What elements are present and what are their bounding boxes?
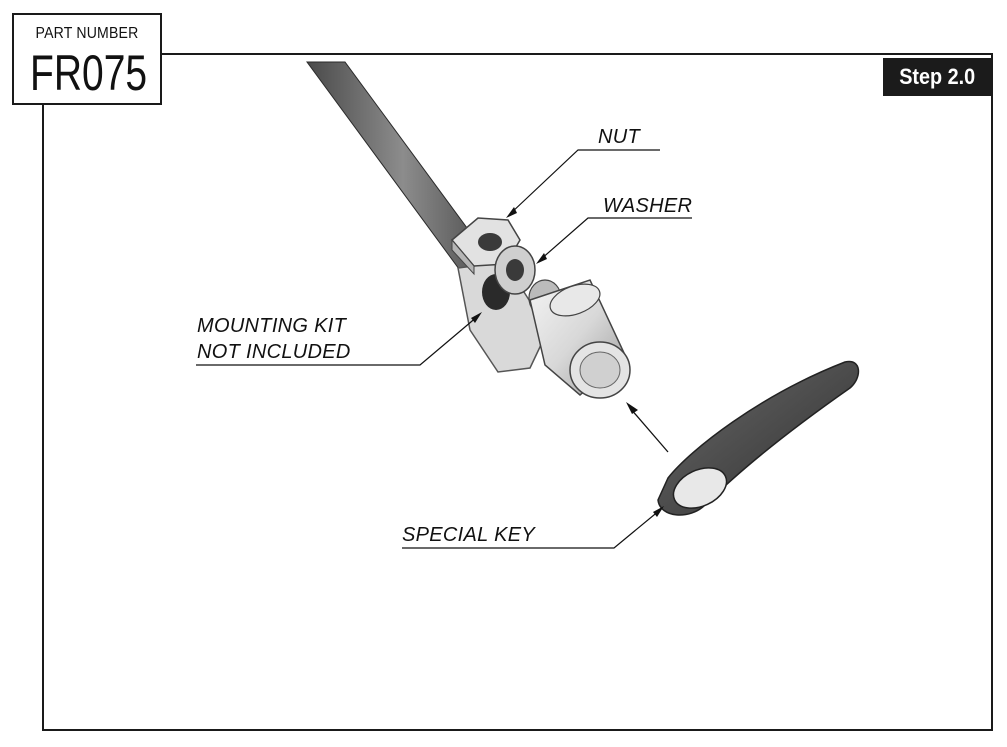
nut-callout: NUT bbox=[598, 126, 641, 148]
mounting-kit-callout-line1: MOUNTING KIT bbox=[197, 315, 347, 337]
washer bbox=[494, 245, 536, 295]
part-number-box: PART NUMBER FR075 bbox=[12, 13, 162, 105]
special-key-leader bbox=[402, 506, 664, 549]
washer-callout: WASHER bbox=[603, 195, 693, 217]
special-key bbox=[657, 360, 860, 516]
direction-arrow bbox=[626, 402, 669, 453]
mounting-kit-callout-line2: NOT INCLUDED bbox=[197, 341, 351, 363]
step-badge: Step 2.0 bbox=[883, 58, 991, 96]
nut-leader bbox=[506, 149, 660, 218]
special-key-callout: SPECIAL KEY bbox=[402, 524, 535, 546]
washer-leader bbox=[536, 217, 692, 264]
mounting-kit-leader bbox=[196, 312, 482, 366]
adjuster-body bbox=[528, 279, 631, 399]
part-number-value: FR075 bbox=[30, 45, 148, 101]
part-number-label: PART NUMBER bbox=[35, 25, 139, 42]
step-label: Step 2.0 bbox=[899, 64, 975, 89]
